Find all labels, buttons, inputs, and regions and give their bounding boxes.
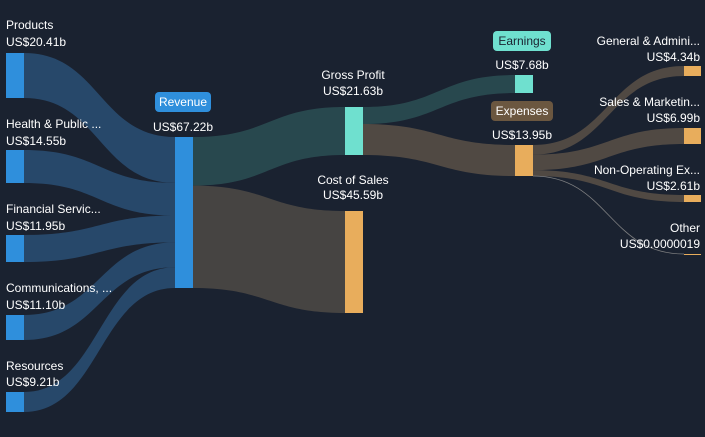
node-sm: [684, 128, 701, 144]
pill-earnings: [493, 31, 551, 51]
pill-expenses: [491, 101, 553, 121]
node-health: [6, 150, 24, 183]
node-cost_of_sales: [345, 211, 363, 313]
label-cost_of_sales-name: Cost of Sales: [317, 173, 388, 187]
label-health-name: Health & Public ...: [6, 117, 101, 131]
node-products: [6, 53, 24, 98]
label-communications-name: Communications, ...: [6, 281, 112, 295]
label-communications-value: US$11.10b: [6, 298, 65, 312]
link-layer: [24, 53, 685, 412]
label-other-name: Other: [670, 221, 700, 235]
label-earnings-value: US$7.68b: [495, 58, 549, 72]
node-gross_profit: [345, 107, 363, 155]
link-expenses-to-sm: [533, 128, 684, 171]
link-gross_profit-to-expenses: [363, 124, 515, 176]
label-expenses-name: Expenses: [496, 104, 549, 118]
link-gross_profit-to-earnings: [363, 75, 515, 125]
link-revenue-to-cost_of_sales: [193, 185, 345, 313]
label-ga-name: General & Admini...: [597, 34, 700, 48]
label-other-value: US$0.0000019: [620, 237, 700, 251]
link-expenses-to-other: [532, 175, 685, 255]
link-expenses-to-nonop: [533, 170, 684, 202]
label-financial-value: US$11.95b: [6, 219, 65, 233]
label-resources-name: Resources: [6, 359, 63, 373]
label-health-value: US$14.55b: [6, 134, 66, 148]
label-revenue-name: Revenue: [159, 95, 207, 109]
node-expenses: [515, 145, 533, 176]
label-ga-value: US$4.34b: [647, 50, 701, 64]
label-gross_profit-value: US$21.63b: [323, 84, 383, 98]
node-other: [684, 254, 701, 255]
node-communications: [6, 315, 24, 340]
label-expenses-value: US$13.95b: [492, 128, 552, 142]
label-sm-value: US$6.99b: [647, 111, 701, 125]
label-earnings-name: Earnings: [498, 34, 545, 48]
label-gross_profit-name: Gross Profit: [321, 68, 385, 82]
link-communications-to-revenue: [24, 242, 175, 340]
link-expenses-to-ga: [533, 66, 684, 155]
node-resources: [6, 392, 24, 412]
label-resources-value: US$9.21b: [6, 375, 60, 389]
node-layer: [6, 53, 701, 412]
node-ga: [684, 66, 701, 76]
pill-revenue: [155, 92, 211, 112]
link-products-to-revenue: [24, 53, 175, 183]
node-nonop: [684, 195, 701, 202]
label-products-name: Products: [6, 18, 53, 32]
link-resources-to-revenue: [24, 267, 175, 412]
label-cost_of_sales-value: US$45.59b: [323, 188, 383, 202]
link-health-to-revenue: [24, 150, 175, 216]
link-revenue-to-gross_profit: [193, 107, 345, 186]
label-nonop-name: Non-Operating Ex...: [594, 163, 700, 177]
link-financial-to-revenue: [24, 215, 175, 262]
label-products-value: US$20.41b: [6, 35, 66, 49]
node-financial: [6, 235, 24, 262]
label-revenue-value: US$67.22b: [153, 120, 213, 134]
label-financial-name: Financial Servic...: [6, 202, 101, 216]
label-nonop-value: US$2.61b: [647, 179, 701, 193]
label-sm-name: Sales & Marketin...: [599, 95, 700, 109]
node-revenue: [175, 137, 193, 288]
node-earnings: [515, 75, 533, 93]
